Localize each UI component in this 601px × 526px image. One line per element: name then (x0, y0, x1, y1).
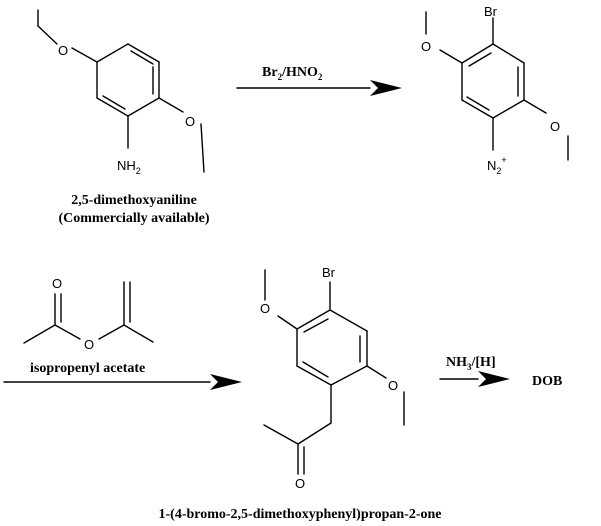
oxygen-atom-label: O (295, 476, 305, 491)
compound-name-line2: (Commercially available) (59, 211, 210, 226)
oxygen-atom-label: O (388, 378, 398, 393)
oxygen-atom-label: O (84, 337, 94, 352)
reagent-bromine-nitrous-acid: Br2/HNO2 (262, 65, 323, 82)
compound-name: isopropenyl acetate (30, 361, 145, 376)
compound-name: 1-(4-bromo-2,5-dimethoxyphenyl)propan-2-… (159, 507, 442, 522)
oxygen-atom-label: O (260, 301, 270, 316)
reaction-arrow-1: Br2/HNO2 (236, 65, 402, 96)
compound-name-line1: 2,5-dimethoxyaniline (71, 193, 197, 208)
molecule-ketone: Br O O O 1-(4-bromo-2,5-dimethoxyphenyl)… (159, 265, 442, 522)
oxygen-atom-label: O (58, 43, 68, 58)
bromine-atom-label: Br (484, 4, 498, 19)
molecule-isopropenyl-acetate: O O isopropenyl acetate (23, 276, 154, 376)
molecule-ketone-bonds (263, 269, 405, 475)
oxygen-atom-label: O (550, 119, 560, 134)
molecule-diazonium: Br O O N2+ (421, 4, 569, 176)
diazonium-atom-label: N2+ (487, 155, 507, 176)
oxygen-atom-label: O (185, 114, 195, 129)
oxygen-atom-label: O (52, 276, 62, 291)
molecule-diazonium-bonds (425, 11, 569, 161)
reagent-ammonia-reduction: NH3/[H] (446, 355, 496, 372)
molecule-isopropenyl-acetate-bonds (23, 281, 154, 344)
bromine-atom-label: Br (322, 265, 336, 280)
molecule-dimethoxyaniline: O O NH2 2,5-dimethoxyaniline (Commercial… (37, 9, 210, 226)
product-label: DOB (532, 374, 562, 389)
reaction-arrow-2 (3, 374, 242, 390)
amine-atom-label: NH2 (117, 158, 141, 176)
reaction-arrow-3: NH3/[H] DOB (439, 355, 562, 389)
molecule-dimethoxyaniline-bonds (37, 9, 205, 173)
oxygen-atom-label: O (421, 39, 431, 54)
